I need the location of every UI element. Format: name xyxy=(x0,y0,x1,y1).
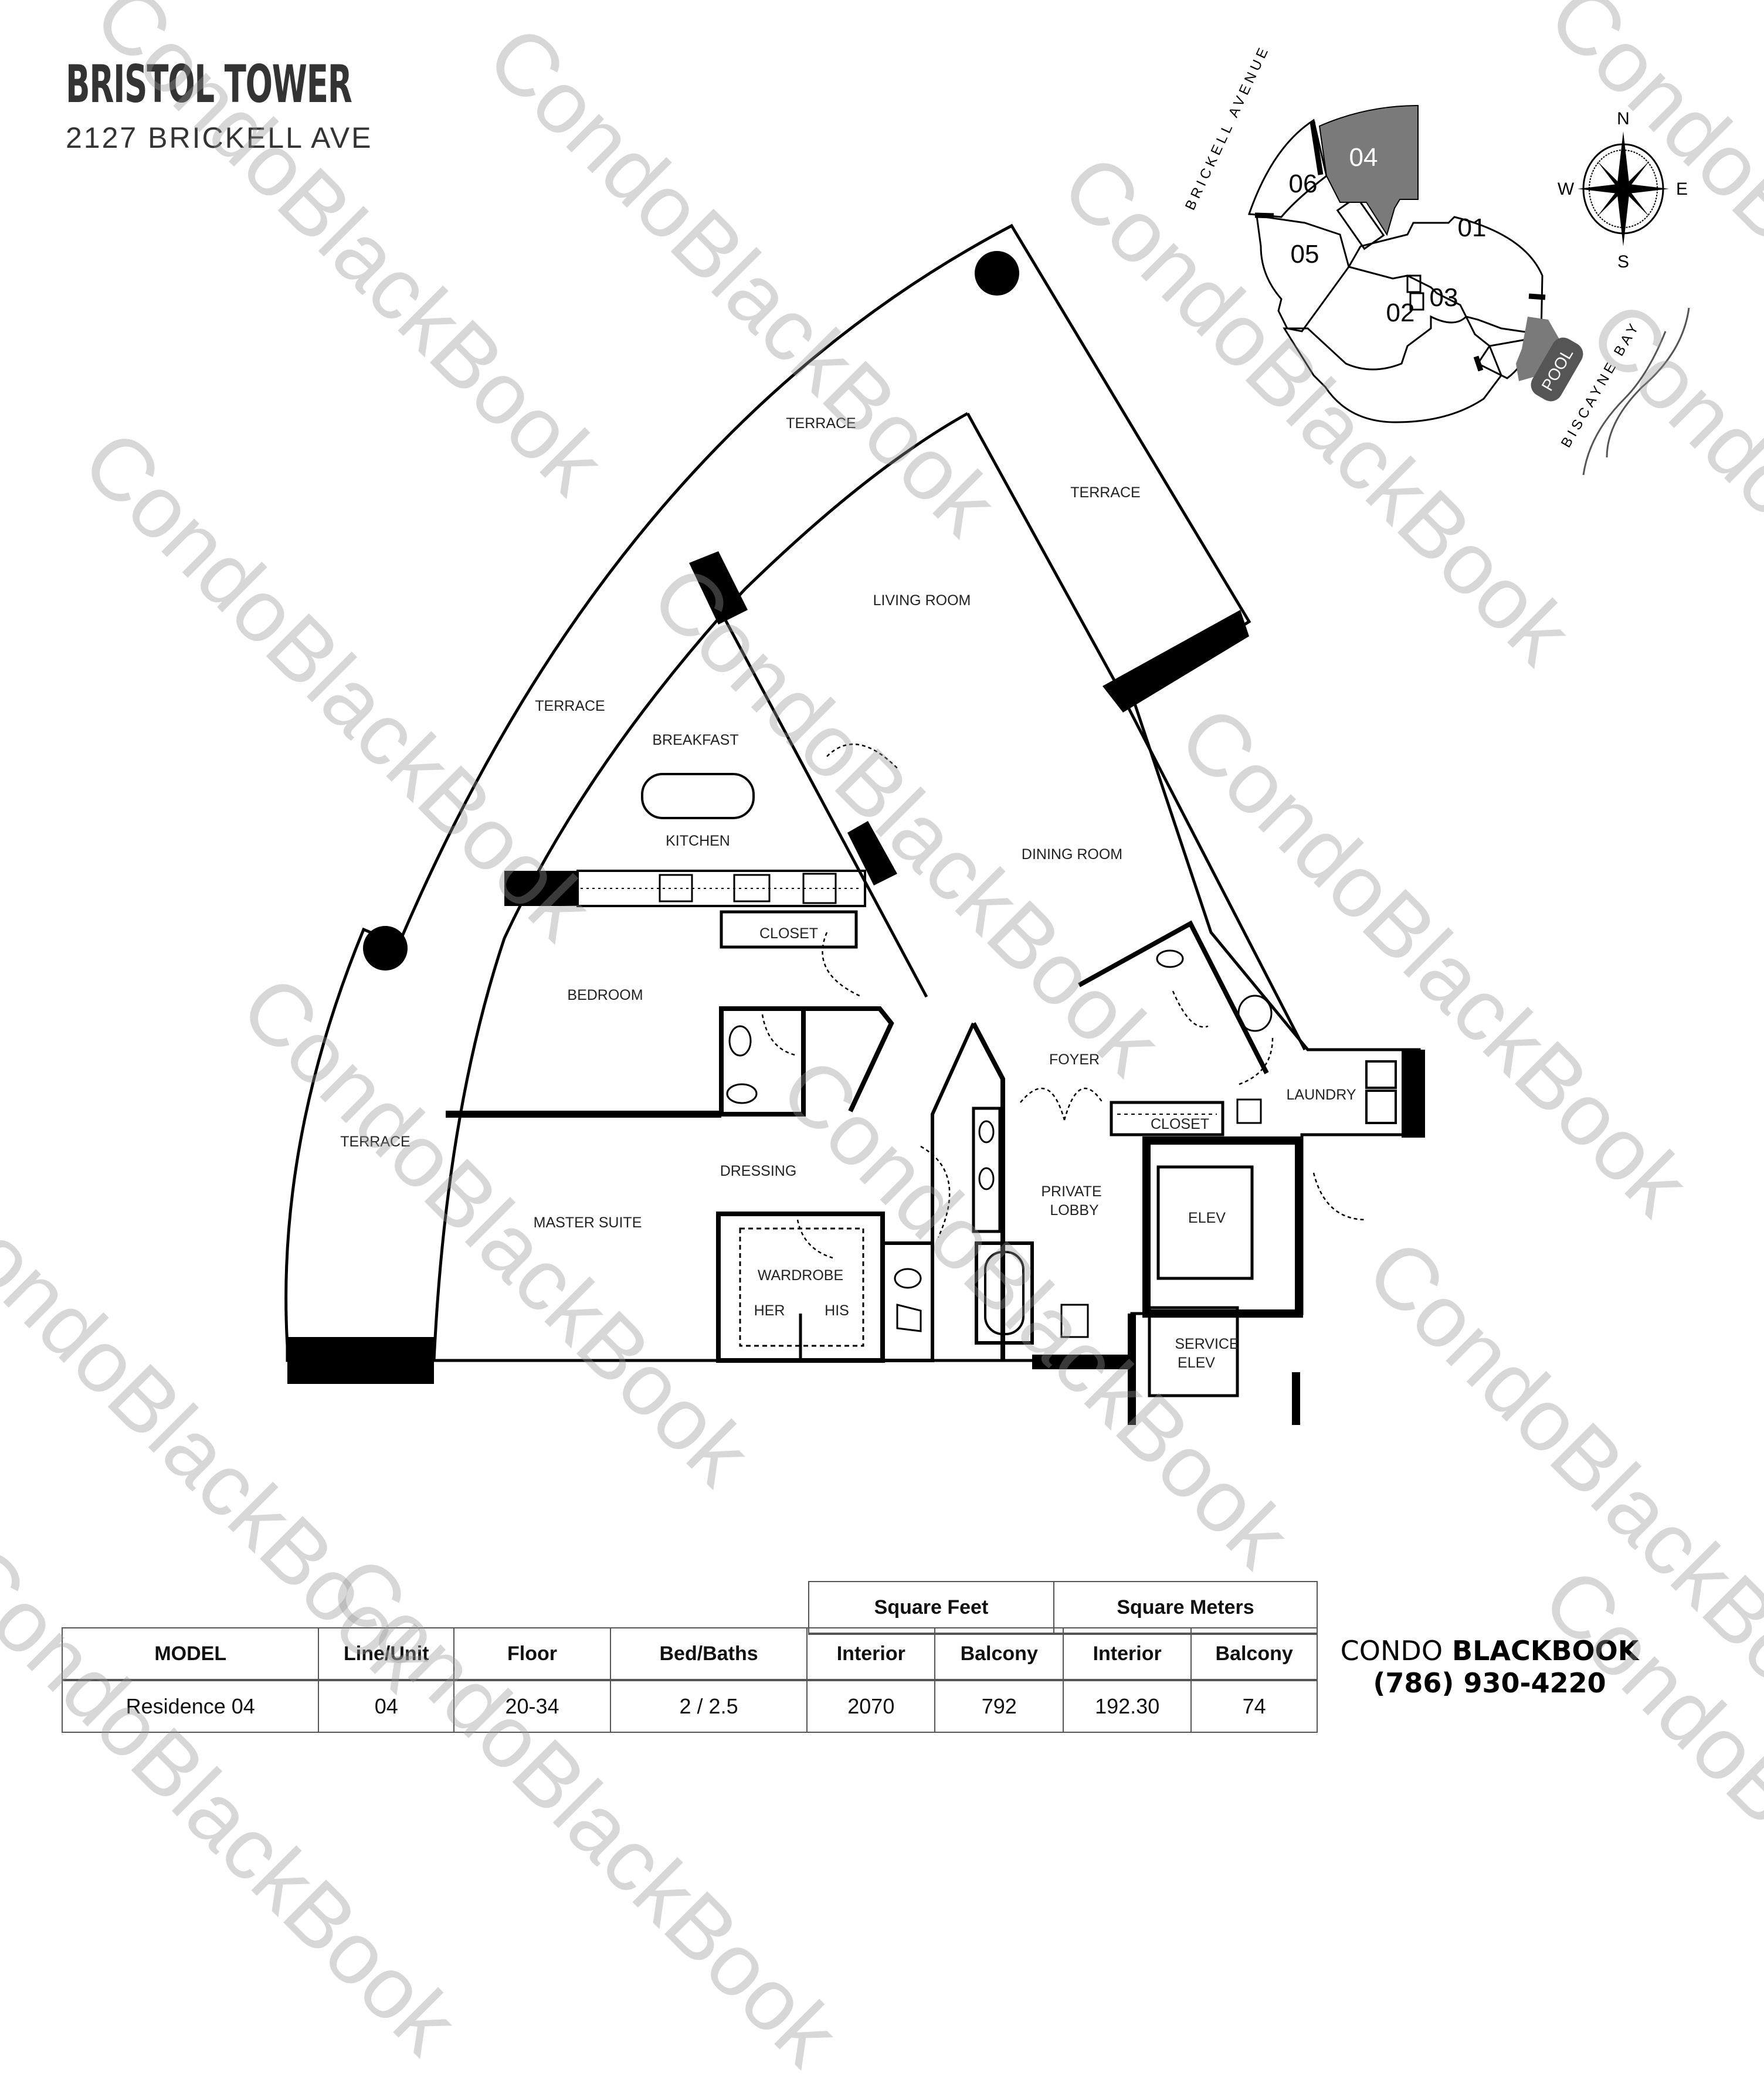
cell-sqft-interior: 2070 xyxy=(806,1679,936,1733)
floor-plan: TERRACE TERRACE TERRACE TERRACE LIVING R… xyxy=(284,43,1690,1425)
room-wardrobe: WARDROBE xyxy=(758,1267,843,1284)
room-terrace-left: TERRACE xyxy=(535,698,605,714)
room-elev: ELEV xyxy=(1188,1210,1226,1226)
header-square-feet: Square Feet xyxy=(808,1581,1054,1635)
col-sqft-interior: Interior xyxy=(806,1627,936,1681)
compass-south: S xyxy=(1617,252,1629,272)
room-master-suite: MASTER SUITE xyxy=(534,1214,642,1231)
water-label: BISCAYNE BAY xyxy=(1558,318,1644,450)
building-name: BRISTOL TOWER xyxy=(66,54,352,114)
brand-name-bold: BLACKBOOK xyxy=(1452,1635,1639,1667)
cell-floor: 20-34 xyxy=(453,1679,611,1733)
room-living-room: LIVING ROOM xyxy=(873,592,971,609)
key-unit-04: 04 xyxy=(1349,143,1378,172)
brand-name: CONDO BLACKBOOK xyxy=(1337,1635,1642,1667)
room-service-elev-line1: SERVICE xyxy=(1175,1336,1239,1352)
room-kitchen: KITCHEN xyxy=(666,833,730,849)
room-foyer: FOYER xyxy=(1049,1051,1100,1068)
building-address: 2127 BRICKELL AVE xyxy=(66,121,373,154)
key-plan: 04 06 01 05 03 02 BRICKELL AVENUE BISCAY… xyxy=(1182,43,1690,476)
key-unit-03: 03 xyxy=(1430,283,1458,312)
specs-table: Square Feet Square Meters xyxy=(808,1581,1318,1635)
cell-sqm-interior: 192.30 xyxy=(1063,1679,1192,1733)
col-model: MODEL xyxy=(61,1627,320,1681)
cell-sqm-balcony: 74 xyxy=(1190,1679,1318,1733)
cell-line-unit: 04 xyxy=(318,1679,455,1733)
brand-name-light: CONDO xyxy=(1340,1635,1443,1667)
room-terrace-top: TERRACE xyxy=(786,415,856,432)
room-private-lobby-line2: LOBBY xyxy=(1050,1202,1099,1219)
room-closet-kitchen: CLOSET xyxy=(759,925,818,942)
room-wardrobe-his: HIS xyxy=(825,1302,849,1319)
compass-west: W xyxy=(1558,179,1575,199)
room-dining-room: DINING ROOM xyxy=(1022,846,1122,863)
col-sqm-interior: Interior xyxy=(1063,1627,1192,1681)
room-laundry: LAUNDRY xyxy=(1286,1087,1356,1103)
cell-model: Residence 04 xyxy=(61,1679,320,1733)
room-terrace-bottom: TERRACE xyxy=(340,1134,410,1150)
header-square-meters: Square Meters xyxy=(1053,1581,1318,1635)
room-dressing: DRESSING xyxy=(720,1163,797,1179)
room-service-elev-line2: ELEV xyxy=(1178,1355,1215,1371)
room-breakfast: BREAKFAST xyxy=(652,732,738,748)
room-private-lobby-line1: PRIVATE xyxy=(1041,1183,1101,1200)
brand-phone[interactable]: (786) 930-4220 xyxy=(1373,1667,1606,1699)
cell-sqft-balcony: 792 xyxy=(934,1679,1064,1733)
col-sqft-balcony: Balcony xyxy=(934,1627,1064,1681)
key-unit-06: 06 xyxy=(1289,169,1318,198)
col-bed-baths: Bed/Baths xyxy=(609,1627,808,1681)
key-unit-05: 05 xyxy=(1291,240,1319,269)
key-unit-02: 02 xyxy=(1386,298,1415,327)
compass-north: N xyxy=(1617,109,1630,128)
compass-east: E xyxy=(1676,179,1688,199)
room-closet-foyer: CLOSET xyxy=(1151,1116,1209,1132)
col-floor: Floor xyxy=(453,1627,611,1681)
col-line-unit: Line/Unit xyxy=(318,1627,455,1681)
table-header-row: MODEL Line/Unit Floor Bed/Baths Interior… xyxy=(61,1627,1318,1681)
cell-bed-baths: 2 / 2.5 xyxy=(609,1679,808,1733)
col-sqm-balcony: Balcony xyxy=(1190,1627,1318,1681)
room-wardrobe-her: HER xyxy=(754,1302,785,1319)
room-terrace-right: TERRACE xyxy=(1070,484,1140,501)
table-row: Residence 04 04 20-34 2 / 2.5 2070 792 1… xyxy=(61,1679,1318,1733)
key-unit-01: 01 xyxy=(1458,213,1487,242)
compass-rose-icon: N S E W xyxy=(1558,109,1688,272)
room-bedroom: BEDROOM xyxy=(567,987,643,1003)
specs-table-main: MODEL Line/Unit Floor Bed/Baths Interior… xyxy=(61,1627,1318,1733)
brand-block: CONDO BLACKBOOK (786) 930-4220 xyxy=(1337,1635,1642,1699)
